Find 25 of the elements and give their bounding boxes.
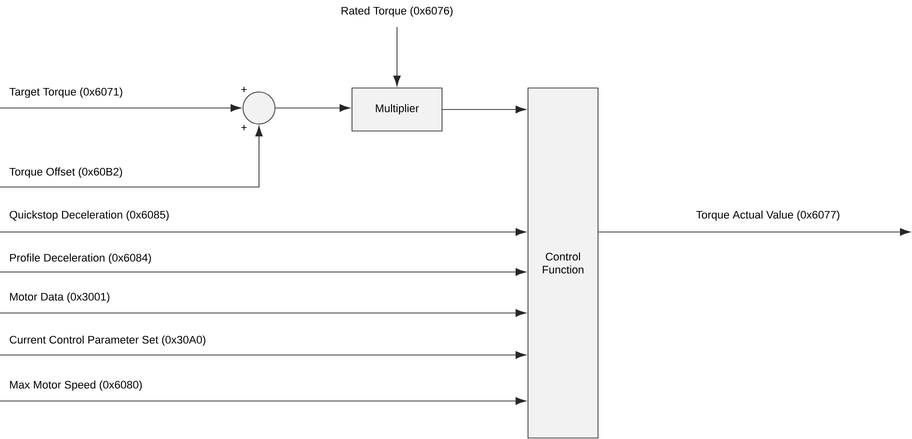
edge-label: Motor Data (0x3001) [8,292,112,304]
summing-junction [242,92,276,124]
arrow [275,104,350,112]
arrow [0,228,526,236]
arrow [0,126,263,188]
plus-sign: + [241,124,247,130]
edge-label: Max Motor Speed (0x6080) [8,380,144,392]
arrow [442,106,526,114]
arrow [0,309,526,317]
edge-label: Quickstop Deceleration (0x6085) [8,210,170,222]
arrow [0,397,526,405]
arrow [598,228,911,236]
edge-label: Rated Torque (0x6076) [340,6,454,18]
multiplier-box: Multiplier [352,88,442,132]
plus-sign: + [241,86,247,92]
edge-label: Profile Deceleration (0x6084) [8,252,153,265]
arrow [393,26,401,86]
edge-label: Torque Actual Value (0x6077) [694,210,842,222]
arrow [0,268,526,276]
edge-label: Target Torque (0x6071) [8,86,124,99]
control-function-box: Control Function [528,88,598,438]
edge-label: Current Control Parameter Set (0x30A0) [8,334,208,347]
edge-label: Torque Offset (0x60B2) [8,166,124,179]
arrow [0,351,526,359]
arrow [0,104,242,112]
